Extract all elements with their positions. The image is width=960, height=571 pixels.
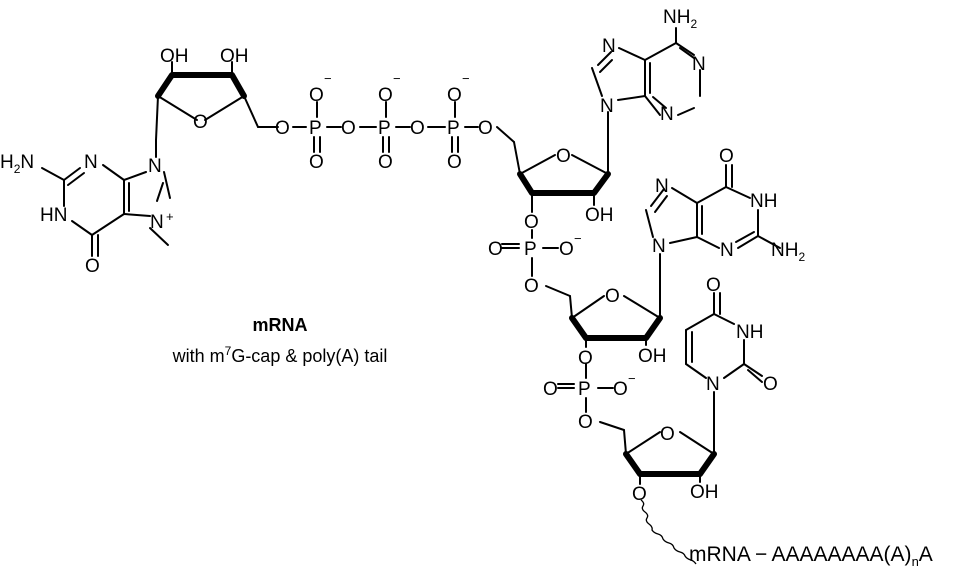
phosphodiester-1	[501, 229, 571, 297]
g-n3-label: N	[720, 240, 734, 261]
guanine-base	[645, 164, 781, 249]
p1-minus: −	[324, 71, 332, 86]
cap-2-oh-label: OH	[160, 46, 189, 67]
m7g-o6-label: O	[85, 256, 100, 277]
a-ring-o-label: O	[556, 146, 571, 167]
a-n3-label: N	[660, 104, 674, 125]
a-n1-label: N	[692, 54, 706, 75]
atom-labels-adenosine: O O OH N N N N NH2	[524, 7, 706, 233]
atom-labels-triphosphate: P P P O O O O O O − − − O O O	[309, 71, 493, 173]
atom-labels-uridine: O O OH N O NH O	[632, 275, 778, 505]
bridge-o1-label: O	[341, 118, 356, 139]
p-link2-o-minus-label: O	[613, 379, 628, 400]
cap-ring-o-label: O	[193, 112, 208, 133]
p-link2-label: P	[578, 379, 591, 400]
p-link1-label: P	[524, 239, 537, 260]
uracil-base	[685, 292, 763, 383]
m7g-n7-label: N	[150, 212, 164, 233]
caption-title: mRNA	[252, 315, 308, 335]
g-n1h-label: NH	[750, 191, 777, 212]
a-nh2-label: NH2	[663, 7, 697, 31]
guanosine-ribose	[569, 253, 663, 348]
p3-bottom-o-label: O	[447, 152, 462, 173]
p-beta-label: P	[378, 118, 391, 139]
g-n9-label: N	[652, 236, 666, 257]
g-nh2-label: NH2	[771, 240, 805, 264]
caption-subtitle: with m7G-cap & poly(A) tail	[172, 344, 388, 366]
p-link1-o-minus-label: O	[559, 239, 574, 260]
p3-top-o-label: O	[447, 85, 462, 106]
a-3-o-label: O	[524, 212, 539, 233]
cap-3-oh-label: OH	[220, 46, 249, 67]
atom-labels-phosphate-2: P O O − O	[543, 371, 636, 433]
bridge-o3-label: O	[478, 118, 493, 139]
triphosphate	[292, 101, 515, 153]
m7g-plus-charge: +	[166, 209, 174, 224]
p3-minus: −	[462, 71, 470, 86]
g-ring-o-label: O	[605, 286, 620, 307]
poly-a-tail-label: mRNA − AAAAAAAA(A)nA	[689, 543, 933, 570]
u-n1-label: N	[706, 374, 720, 395]
u-o2-label: O	[763, 374, 778, 395]
u-3-o-label: O	[632, 484, 647, 505]
uridine-ribose	[623, 391, 717, 485]
bridge-o2-label: O	[410, 118, 425, 139]
m7g-nh2-label: H2N	[0, 152, 34, 176]
atom-labels-guanosine: O O OH N N O NH N NH2	[578, 146, 805, 369]
p-link1-double-o-label: O	[488, 239, 503, 260]
a-n9-label: N	[600, 96, 614, 117]
m7g-base	[41, 139, 171, 257]
p-link2-5-o-label: O	[578, 412, 593, 433]
diagram-caption: mRNA with m7G-cap & poly(A) tail	[150, 313, 410, 370]
wavy-link	[640, 499, 697, 565]
m7g-n9-label: N	[148, 156, 162, 177]
g-n7-label: N	[655, 176, 669, 197]
atom-labels-phosphate-1: P O O − O	[488, 231, 582, 297]
p-gamma-label: P	[447, 118, 460, 139]
p1-bottom-o-label: O	[309, 152, 324, 173]
p2-minus: −	[393, 71, 401, 86]
u-ring-o-label: O	[660, 424, 675, 445]
p2-top-o-label: O	[378, 85, 393, 106]
u-o4-label: O	[706, 275, 721, 296]
a-n7-label: N	[602, 36, 616, 57]
p2-bottom-o-label: O	[378, 152, 393, 173]
adenosine-ribose	[513, 111, 611, 213]
cap-5-o-label: O	[275, 118, 290, 139]
u-n3h-label: NH	[736, 322, 763, 343]
p-link1-minus: −	[574, 231, 582, 246]
g-o6-label: O	[719, 146, 734, 167]
p-link1-5-o-label: O	[524, 276, 539, 297]
g-3-o-label: O	[578, 348, 593, 369]
p-link2-minus: −	[628, 371, 636, 386]
u-2-oh-label: OH	[690, 482, 719, 503]
m7g-n1-label: HN	[40, 205, 67, 226]
atom-labels-cap: OH OH O O N N N + HN O H2N	[0, 46, 290, 277]
p1-top-o-label: O	[309, 85, 324, 106]
cap-ribose	[155, 61, 279, 141]
g-2-oh-label: OH	[638, 346, 667, 367]
p-alpha-label: P	[309, 118, 322, 139]
a-2-oh-label: OH	[585, 205, 614, 226]
phosphodiester-2	[557, 363, 625, 431]
p-link2-double-o-label: O	[543, 379, 558, 400]
adenine-base	[591, 27, 701, 116]
m7g-n3-label: N	[84, 152, 98, 173]
